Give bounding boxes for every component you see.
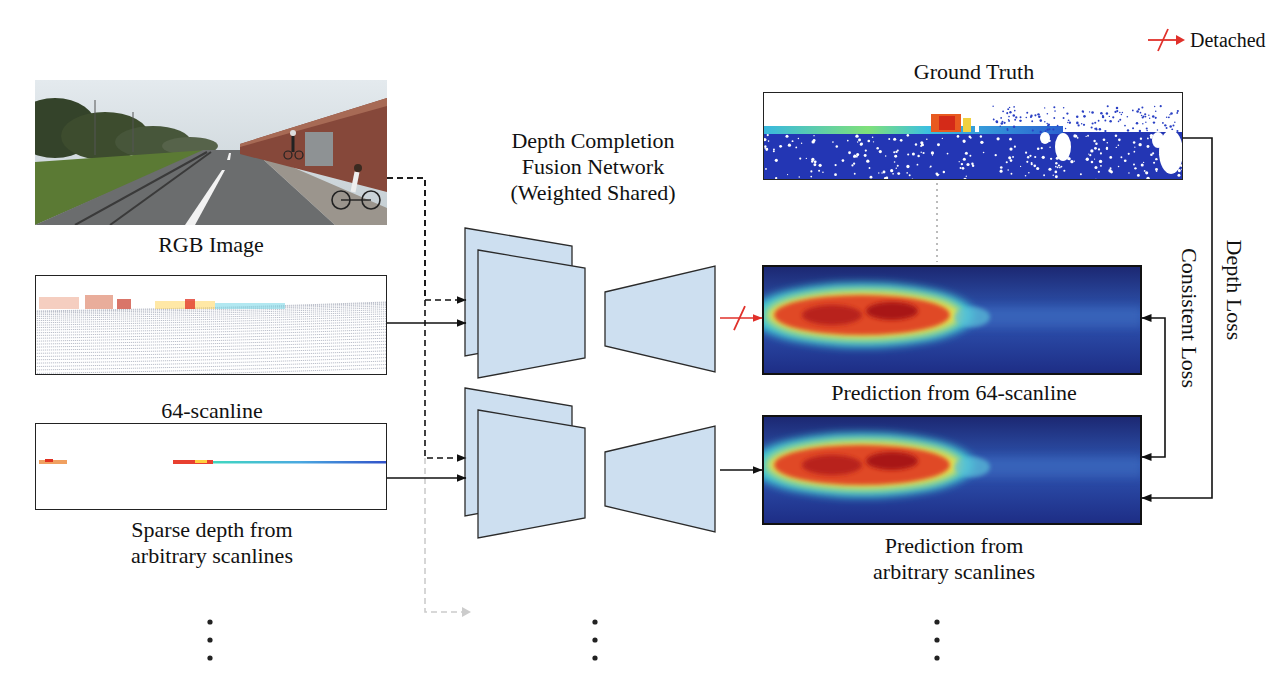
connector-arrow — [720, 469, 762, 471]
edge-label: Depth Loss — [1221, 240, 1247, 341]
legend-label: Detached — [1190, 29, 1266, 51]
art-detail — [934, 619, 939, 624]
connector-arrow — [1142, 318, 1165, 457]
connector-arrow — [387, 322, 466, 324]
connector-arrow — [387, 178, 466, 458]
legend-entry: Detached — [1190, 28, 1266, 52]
connector-arrow — [720, 317, 762, 319]
ellipsis-dots — [207, 619, 939, 660]
art-detail — [592, 619, 597, 624]
encoder-shape — [478, 410, 585, 538]
art-detail — [592, 637, 597, 642]
legend-sample — [1148, 29, 1185, 51]
connector-arrow — [387, 178, 466, 300]
art-detail — [1158, 29, 1168, 51]
node-label: RGB Image — [35, 232, 387, 258]
node-label: Ground Truth — [764, 59, 1184, 85]
detach-mark — [734, 306, 745, 330]
art-detail — [1176, 35, 1185, 45]
input-depth: Sparse depth from arbitrary scanlines — [35, 423, 387, 510]
art-detail — [207, 655, 212, 660]
prediction-map: Prediction from 64-scanline — [762, 265, 1142, 375]
faded-arrowhead — [462, 607, 471, 617]
sparse-depth — [35, 423, 387, 510]
node-label: Depth Completion Fusion Network (Weighte… — [493, 128, 693, 206]
faded-input-line — [425, 458, 462, 612]
prediction-map: Prediction from arbitrary scanlines — [762, 415, 1142, 525]
node-label: Prediction from 64-scanline — [764, 380, 1144, 406]
encoder-decoder — [465, 228, 715, 538]
decoder-shape — [605, 266, 715, 372]
art-detail — [934, 637, 939, 642]
encoder-shape — [478, 250, 585, 378]
decoder-shape — [605, 426, 715, 532]
node-label: Prediction from arbitrary scanlines — [849, 533, 1059, 585]
scanline-depth — [35, 275, 387, 377]
connector-arrow — [1142, 138, 1212, 498]
node-label: 64-scanline — [36, 398, 388, 424]
art-detail — [207, 637, 212, 642]
art-detail — [734, 306, 745, 330]
input-depth: 64-scanline — [35, 275, 387, 375]
predicted-depth — [750, 265, 1142, 375]
network-group: Depth Completion Fusion Network (Weighte… — [466, 128, 720, 548]
predicted-depth — [750, 415, 1142, 525]
node-label: Sparse depth from arbitrary scanlines — [107, 517, 317, 569]
art-detail — [592, 655, 597, 660]
art-detail — [207, 619, 212, 624]
dotted-link — [936, 183, 938, 262]
rgb-photo — [13, 80, 387, 225]
input-image: RGB Image — [35, 80, 387, 225]
ground-truth-map: Ground Truth — [763, 92, 1183, 180]
ground-truth-depth — [763, 92, 1183, 181]
connector-arrow — [387, 477, 466, 479]
art-detail — [934, 655, 939, 660]
edge-label: Consistent Loss — [1176, 248, 1202, 388]
